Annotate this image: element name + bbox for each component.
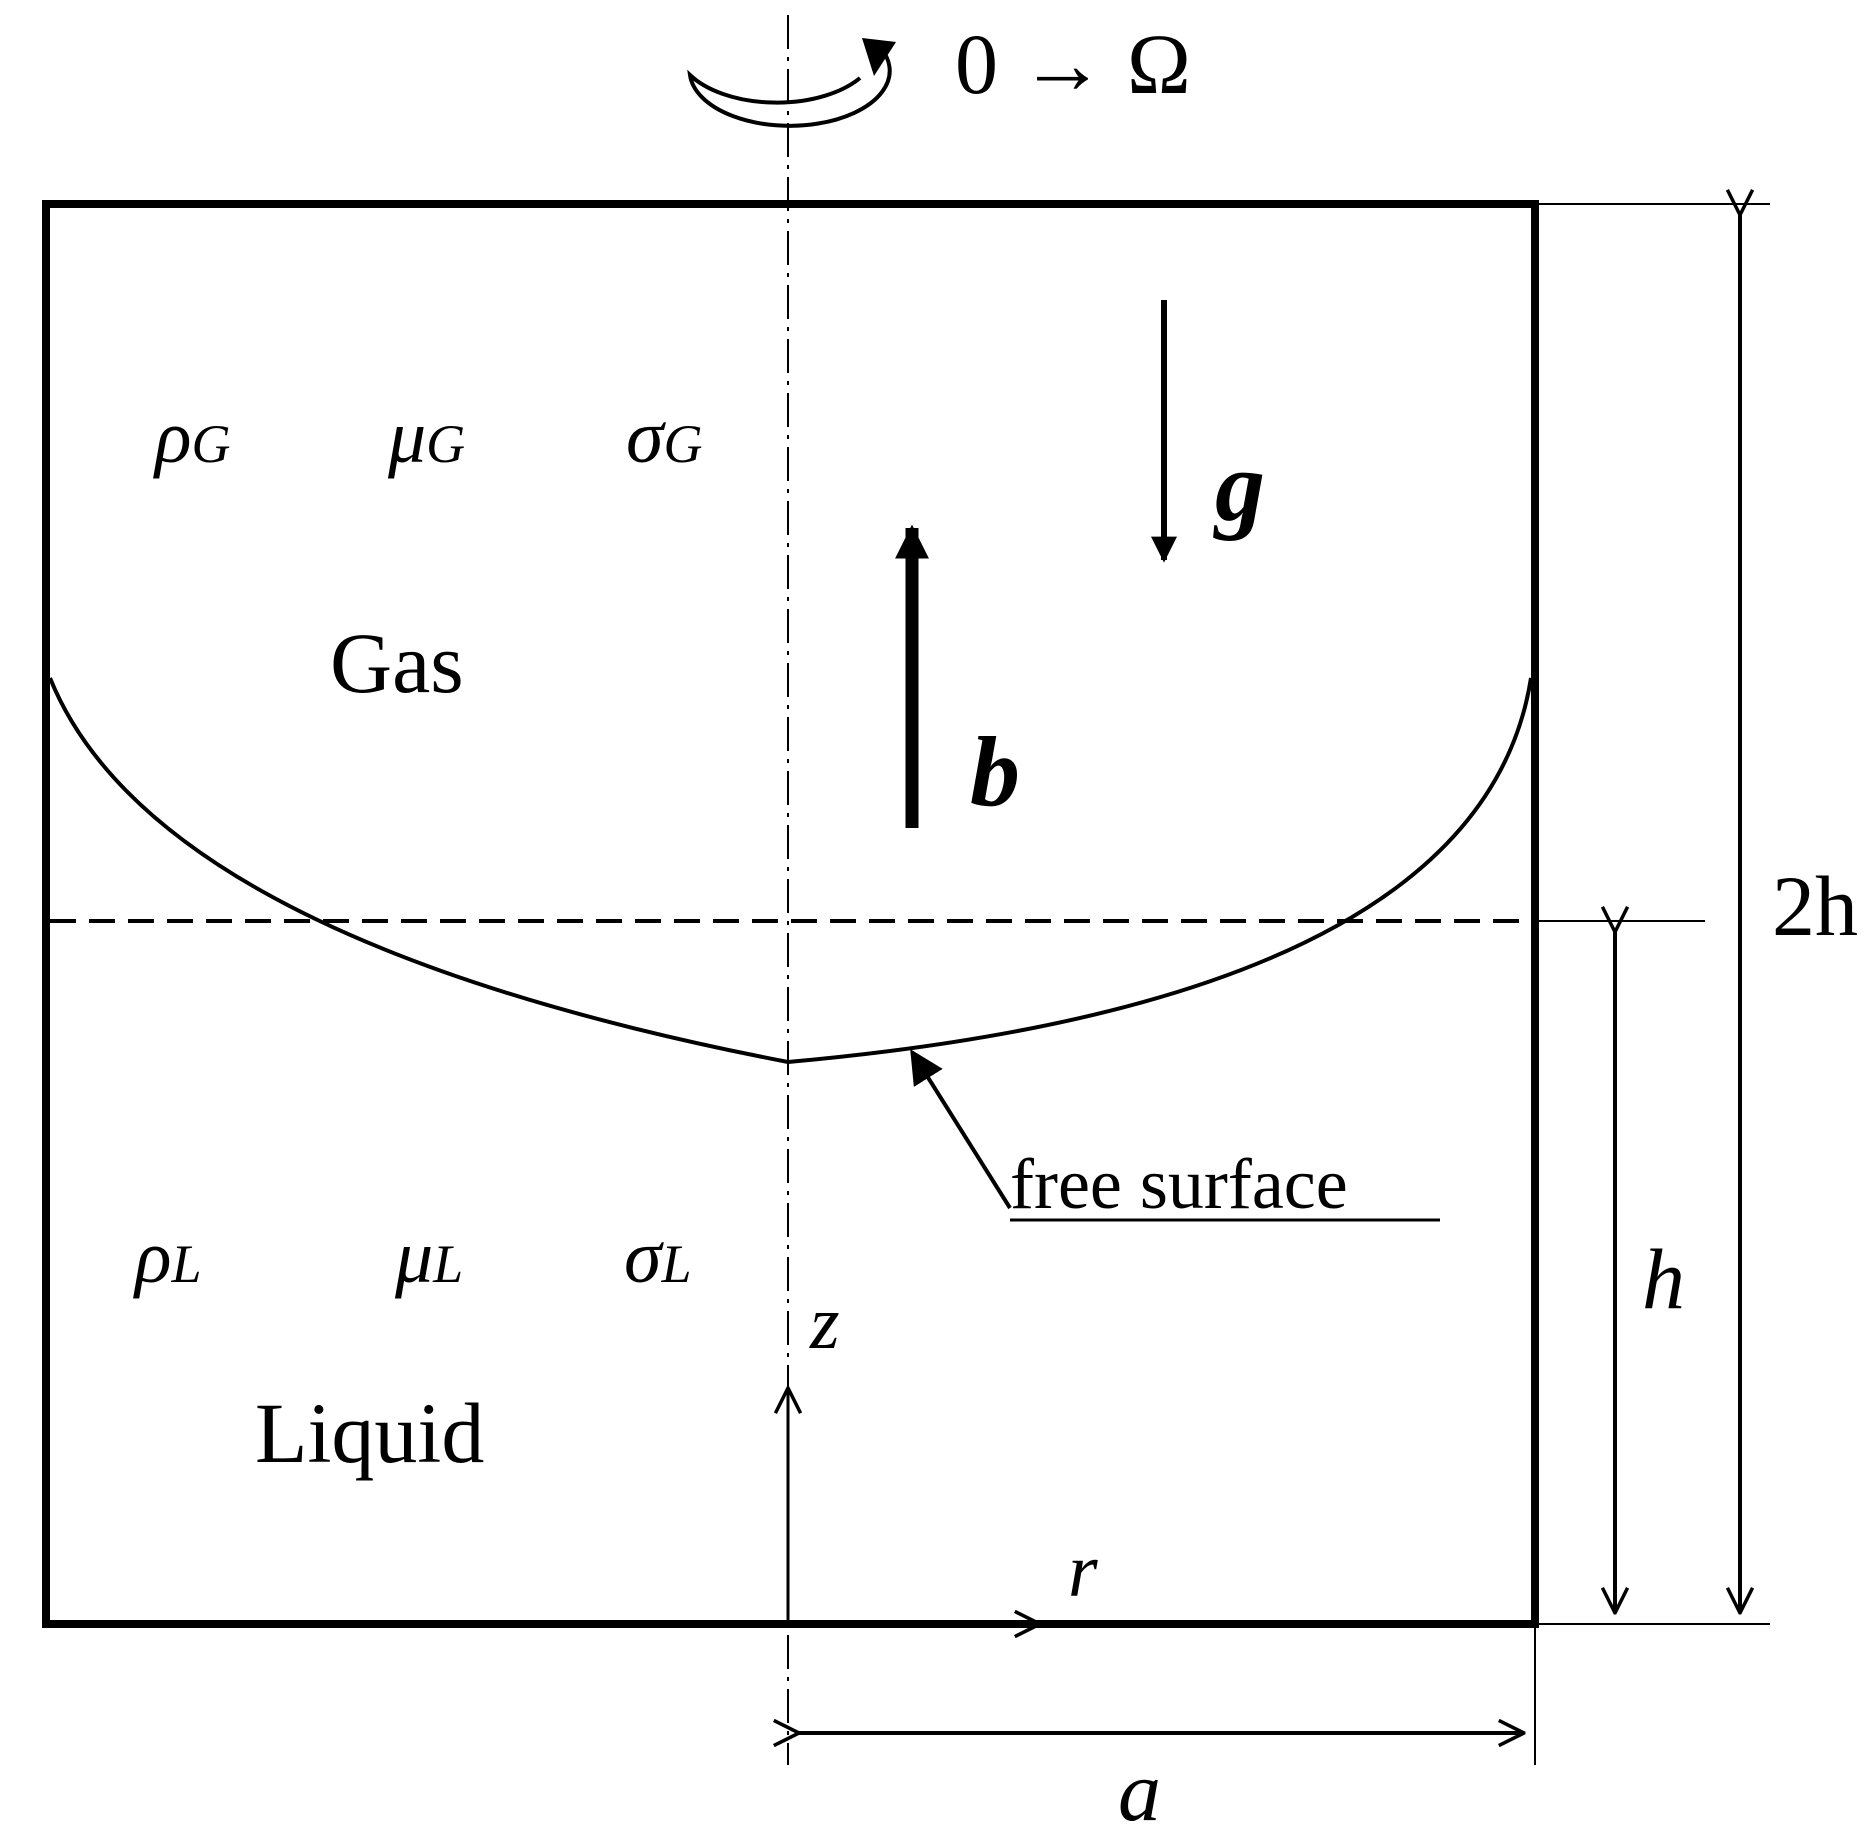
height-total-label: 2h (1772, 858, 1858, 954)
rotation-arrow-icon (687, 38, 896, 128)
free-surface-pointer (910, 1049, 1012, 1210)
gas-surface-tension: σG (626, 395, 702, 479)
gas-region-label: Gas (330, 615, 464, 711)
liquid-region-label: Liquid (255, 1385, 484, 1481)
liquid-viscosity: μL (394, 1215, 463, 1299)
rotation-label: 0 → Ω (955, 16, 1191, 112)
liquid-surface-tension: σL (624, 1215, 692, 1299)
body-force-label: b (970, 716, 1020, 827)
gas-viscosity: μG (387, 395, 465, 479)
gravity-label: g (1213, 431, 1265, 542)
height-fill-label: h (1642, 1231, 1685, 1327)
r-axis-label: r (1068, 1529, 1098, 1613)
free-surface-label: free surface (1010, 1144, 1348, 1224)
free-surface-curve (48, 677, 1533, 1065)
liquid-density: ρL (133, 1215, 202, 1299)
gas-density: ρG (153, 395, 230, 479)
radius-label: a (1118, 1743, 1161, 1834)
z-axis-label: z (809, 1281, 840, 1365)
